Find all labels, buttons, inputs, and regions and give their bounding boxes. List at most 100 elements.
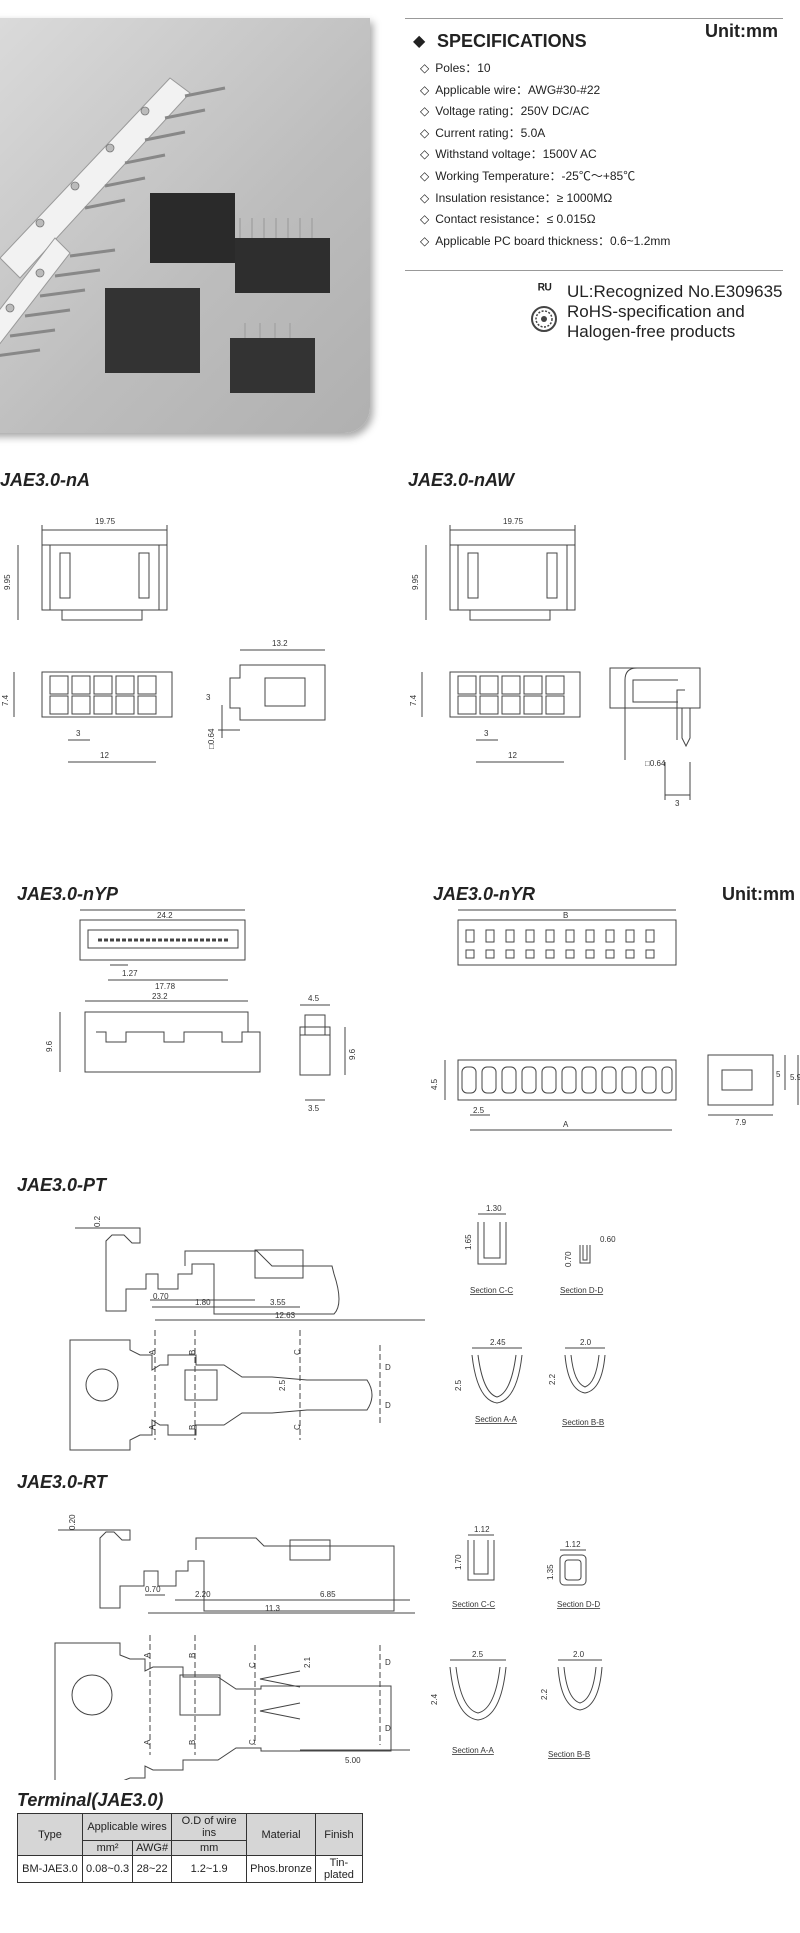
pt-c-label: 3.55 [270,1298,286,1307]
connector-illustration [0,77,330,393]
nyr-top-w-label: B [563,911,568,920]
spec-top-divider [405,18,783,19]
na-bottom-h-label: 7.4 [1,694,10,706]
drawing-rt: 0.20 0.70 2.20 6.85 11.3 2.1 5.00 A A B … [54,1514,603,1780]
rt-dd-w-label: 1.12 [565,1540,581,1549]
rt-d-label: 2.1 [303,1656,312,1668]
pt-dd-section-label: Section D-D [560,1286,603,1295]
nyr-side-w-label: 7.9 [735,1118,747,1127]
section-title-na: JAE3.0-nA [0,470,91,490]
cell-type: BM-JAE3.0 [17,1855,83,1883]
terminal-table: Type Applicable wires O.D of wire ins Ma… [17,1813,364,1883]
rt-len-label: 11.3 [265,1604,281,1613]
rt-b-label: 2.20 [195,1590,211,1599]
na-side-w-label: 13.2 [272,639,288,648]
naw-pitch-label: 3 [484,729,489,738]
rt-cc-w-label: 1.12 [474,1525,490,1534]
spec-bottom-divider [405,270,783,271]
cell-finish: Tin-plated [314,1855,364,1883]
pt-cut-d-bottom: D [385,1401,391,1410]
na-width-label: 19.75 [95,517,116,526]
spec-title: SPECIFICATIONS [437,31,587,51]
header-material: Material [246,1813,316,1856]
rt-dd-h-label: 1.35 [546,1564,555,1580]
nyp-pitch-label: 1.27 [122,969,138,978]
pt-cut-b-top: B [188,1350,197,1355]
rt-cc-section-label: Section C-C [452,1600,495,1609]
spec-item: ◇ Applicable wire：AWG#30-#22 [420,80,670,102]
naw-pin-label: □0.64 [645,759,666,768]
na-pin-label: □0.64 [207,728,216,749]
ul-mark-icon: ᴿᵁ [538,281,552,298]
pt-cut-d-top: D [385,1363,391,1372]
rt-cut-a-top: A [143,1652,152,1658]
header-wires: Applicable wires [81,1813,173,1841]
rt-cut-d-bottom: D [385,1724,391,1733]
rohs-badge-icon [531,306,557,332]
spec-item-text: Insulation resistance：≥ 1000MΩ [435,190,613,205]
section-title-naw: JAE3.0-nAW [408,470,515,490]
pt-aa-section-label: Section A-A [475,1415,517,1424]
terminal-title: Terminal(JAE3.0) [17,1790,164,1810]
rt-e-label: 5.00 [345,1756,361,1765]
header-mm: mm [171,1840,248,1856]
rt-dd-section-label: Section D-D [557,1600,600,1609]
rt-cut-c-top: C [248,1662,257,1668]
section-title-nyr: JAE3.0-nYR [433,884,536,904]
pt-cut-c-bottom: C [293,1424,302,1430]
pt-aa-w-label: 2.45 [490,1338,506,1347]
hollow-diamond-icon: ◇ [420,104,430,119]
rohs-line2: Halogen-free products [567,322,736,341]
rt-cut-b-bottom: B [188,1740,197,1745]
spec-item: ◇Contact resistance：≤ 0.015Ω [420,209,670,231]
spec-item-text: Current rating：5.0A [435,125,546,140]
pt-thick-label: 0.2 [93,1215,102,1227]
rt-cut-d-top: D [385,1658,391,1667]
cell-od: 1.2~1.9 [171,1855,248,1883]
spec-item-text: Working Temperature：-25℃～+85℃ [435,168,636,183]
spec-item: ◇ Current rating：5.0A [420,123,670,145]
rt-a-label: 0.70 [145,1585,161,1594]
section-title-pt: JAE3.0-PT [17,1175,107,1195]
spec-diamond-icon: ◆ [413,33,426,50]
rt-bb-section-label: Section B-B [548,1750,590,1759]
na-span-label: 12 [100,751,109,760]
naw-height-label: 9.95 [411,574,420,590]
hollow-diamond-icon: ◇ [420,147,430,162]
spec-item-text: Applicable wire：AWG#30-#22 [435,82,601,97]
nyr-unit: Unit:mm [722,884,795,904]
nyp-body-w-label: 23.2 [152,992,168,1001]
header-mm2: mm² [81,1840,134,1856]
pt-cut-c-top: C [293,1349,302,1355]
nyr-side-h1-label: 5 [776,1070,781,1079]
pt-bb-w-label: 2.0 [580,1338,592,1347]
pt-cut-a-top: A [148,1349,157,1355]
rt-thick-label: 0.20 [68,1514,77,1530]
rt-cut-b-top: B [188,1653,197,1658]
rt-bb-h-label: 2.2 [540,1688,549,1700]
pt-b-label: 1.80 [195,1298,211,1307]
naw-span-label: 12 [508,751,517,760]
spec-unit: Unit:mm [705,21,778,41]
section-title-rt: JAE3.0-RT [17,1472,107,1492]
pt-cut-b-bottom: B [188,1425,197,1430]
spec-item-text: Voltage rating：250V DC/AC [435,104,590,119]
spec-item: ◇Insulation resistance：≥ 1000MΩ [420,188,670,210]
pt-cc-section-label: Section C-C [470,1286,513,1295]
cell-mm2: 0.08~0.3 [81,1855,134,1883]
hollow-diamond-icon: ◇ [420,82,430,97]
nyp-width-label: 24.2 [157,911,173,920]
hollow-diamond-icon: ◇ [420,168,430,183]
hollow-diamond-icon: ◇ [420,125,430,140]
nyp-side-h-label: 9.6 [348,1048,357,1060]
spec-item-text: Poles：10 [435,61,491,75]
rt-aa-w-label: 2.5 [472,1650,484,1659]
rohs-line1: RoHS-specification and [567,302,745,321]
naw-bottom-h-label: 7.4 [409,694,418,706]
pt-dd-h-label: 0.70 [564,1251,573,1267]
pt-bb-section-label: Section B-B [562,1418,604,1427]
cell-awg: 28~22 [132,1855,173,1883]
hollow-diamond-icon: ◇ [420,233,430,248]
rt-cut-a-bottom: A [143,1739,152,1745]
spec-item-text: Contact resistance：≤ 0.015Ω [435,212,596,227]
